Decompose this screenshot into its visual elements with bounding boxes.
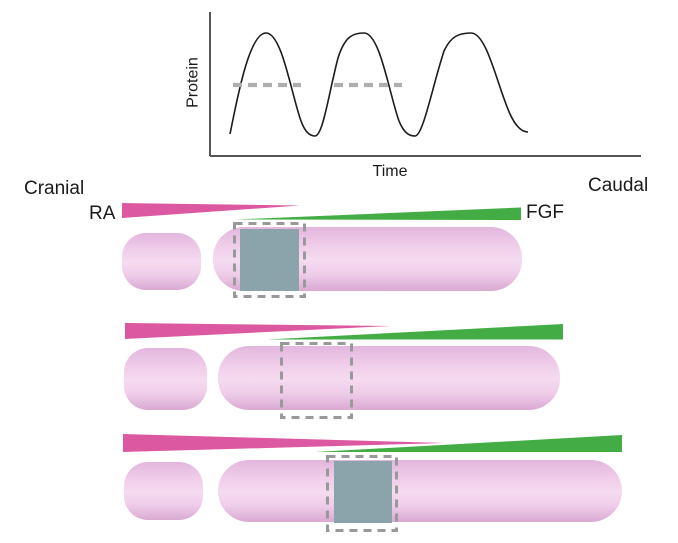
determined-segment-row3 <box>334 461 392 523</box>
somite-blob-row3 <box>124 462 203 520</box>
ra-gradient-triangle-row3 <box>123 434 445 452</box>
ra-gradient-label: RA <box>89 203 116 224</box>
somite-blob-row1 <box>122 233 201 290</box>
somite-blob-row2 <box>124 348 207 410</box>
fgf-gradient-label: FGF <box>526 202 564 223</box>
fgf-gradient-triangle-row1 <box>235 207 521 220</box>
determined-segment-row1 <box>240 229 299 291</box>
y-axis-label: Protein <box>184 57 202 108</box>
x-axis-label: Time <box>372 163 408 180</box>
ra-gradient-triangle-row1 <box>122 203 300 218</box>
protein-oscillation-curve <box>229 32 529 137</box>
psm-bar-row3 <box>218 460 622 522</box>
fgf-gradient-triangle-row2 <box>267 324 563 340</box>
psm-bar-row2 <box>218 346 560 410</box>
caudal-label: Caudal <box>588 175 649 196</box>
ra-gradient-triangle-row2 <box>125 323 390 339</box>
cranial-label: Cranial <box>24 178 85 199</box>
fgf-gradient-triangle-row3 <box>315 435 622 452</box>
